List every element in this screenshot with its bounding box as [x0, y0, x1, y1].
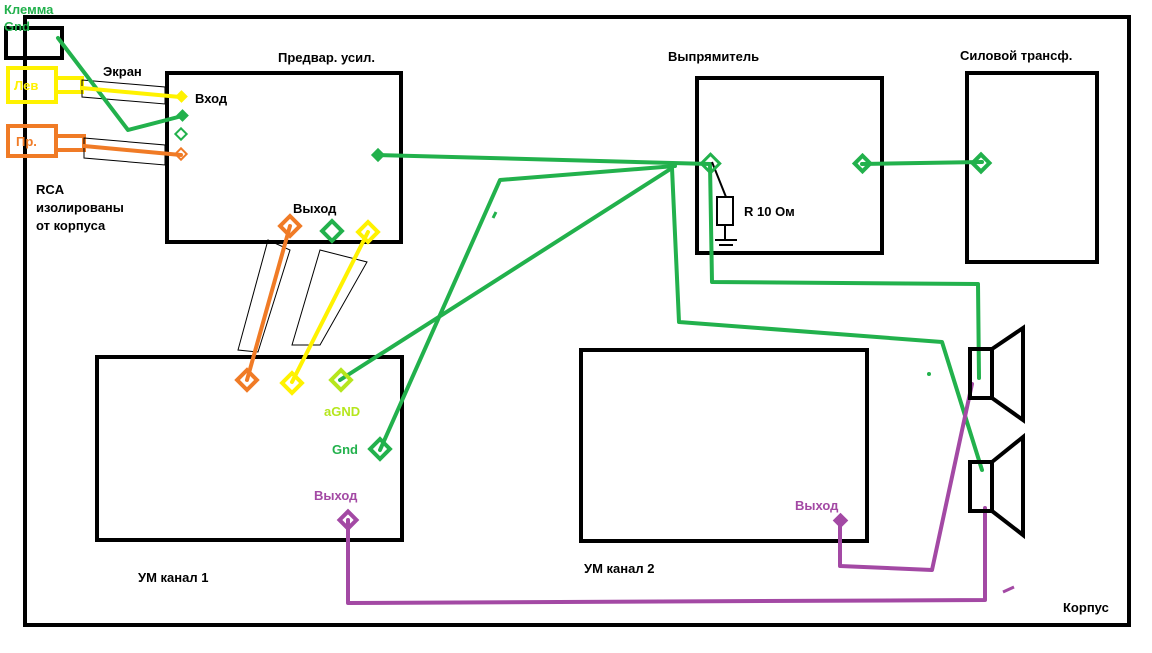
label-ekran: Экран	[103, 64, 142, 79]
wire-transformer	[860, 160, 984, 166]
purple-mark	[1002, 585, 1015, 594]
connector-in-aux	[173, 126, 189, 142]
connector-in-left	[175, 90, 188, 103]
label-transformer: Силовой трансф.	[960, 48, 1072, 63]
case-outline	[23, 15, 1131, 627]
connector-agnd	[328, 367, 354, 393]
connector-rectifier-gnd	[699, 152, 722, 175]
wire-right-in	[82, 144, 183, 157]
label-amp1-out: Выход	[314, 488, 358, 503]
shield-right	[83, 137, 166, 166]
dot-green-2	[927, 372, 931, 376]
wire-amp1-gnd	[378, 164, 677, 452]
label-rca-2: изолированы	[36, 200, 124, 215]
dot-green	[491, 211, 498, 219]
wire-speaker1-gnd	[708, 162, 981, 380]
connector-in-right	[173, 146, 189, 162]
resistor	[711, 161, 737, 246]
connector-out-gnd	[319, 218, 345, 244]
connector-amp1-out	[336, 508, 360, 532]
connector-out-yellow	[355, 219, 381, 245]
connector-rectifier-ac	[851, 152, 874, 175]
wire-agnd	[338, 166, 674, 382]
connector-amp1-orange	[234, 367, 260, 393]
speaker-2	[968, 432, 1025, 540]
amp2-block	[579, 348, 869, 543]
label-klemma: Клемма	[4, 2, 54, 17]
wire-amp2-speaker	[838, 382, 974, 572]
wire-preamp-gnd	[376, 153, 712, 166]
label-gnd-small: Gnd	[4, 19, 30, 34]
connector-amp1-gnd	[367, 436, 393, 462]
connector-amp1-yellow	[279, 370, 305, 396]
label-preamp: Предвар. усил.	[278, 50, 375, 65]
label-rca-3: от корпуса	[36, 218, 106, 233]
wire-amp1-speaker	[346, 506, 987, 605]
wire-left-in	[80, 86, 182, 99]
wire-out-orange	[245, 224, 292, 382]
label-rectifier: Выпрямитель	[668, 49, 759, 64]
wire-speaker2-gnd	[670, 166, 984, 472]
amp1-block	[95, 355, 404, 542]
wire-out-yellow	[290, 230, 370, 384]
label-lev: Лев	[14, 78, 38, 93]
label-pr: Пр.	[16, 134, 37, 149]
label-resistor: R 10 Ом	[744, 204, 795, 219]
connector-amp2-out	[832, 512, 849, 529]
label-case: Корпус	[1063, 600, 1109, 615]
label-rca-1: RCA	[36, 182, 65, 197]
label-amp2: УМ канал 2	[584, 561, 654, 576]
connector-in-gnd	[176, 109, 189, 122]
shield-left	[81, 79, 166, 105]
label-amp2-out: Выход	[795, 498, 839, 513]
connector-preamp-gnd	[370, 147, 386, 163]
label-amp1: УМ канал 1	[138, 570, 208, 585]
shield-out-yellow	[291, 249, 368, 346]
wire-gnd-terminal	[56, 36, 184, 132]
label-vhod: Вход	[195, 91, 228, 106]
label-gnd: Gnd	[332, 442, 358, 457]
label-preamp-out: Выход	[293, 201, 337, 216]
transformer-block	[965, 71, 1099, 264]
speaker-1	[968, 324, 1025, 424]
connector-transformer	[969, 151, 993, 175]
label-agnd: aGND	[324, 404, 360, 419]
connector-out-orange	[277, 213, 303, 239]
